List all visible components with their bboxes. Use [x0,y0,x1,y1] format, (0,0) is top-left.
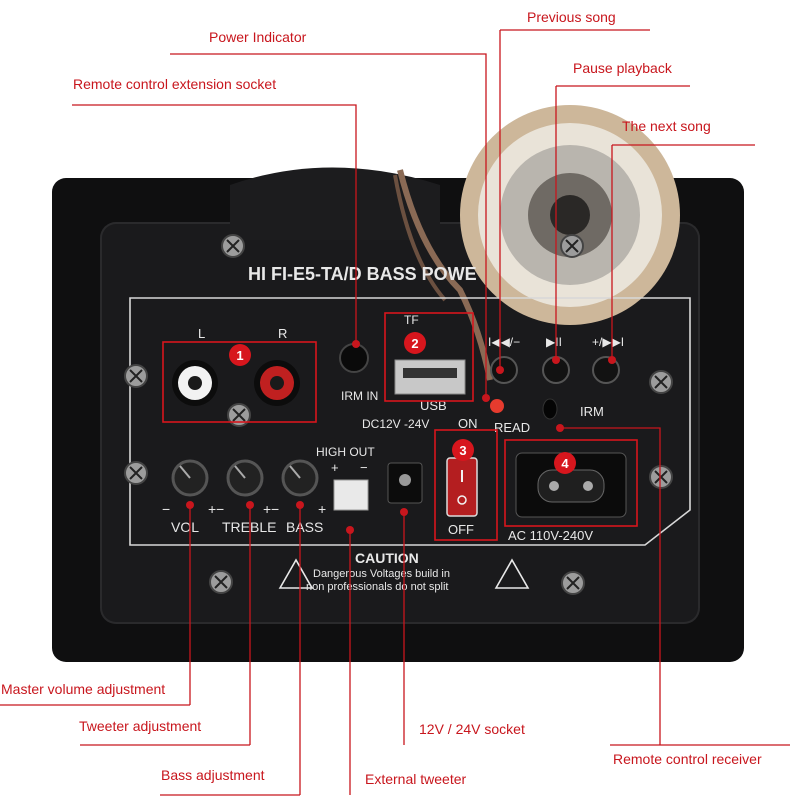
marker-3: 3 [452,439,474,461]
callout-pause-playback: Pause playback [573,60,672,76]
svg-text:1: 1 [236,348,243,363]
label-high-out-plus: + [331,460,339,475]
callout-remote-extension: Remote control extension socket [73,76,277,92]
callout-next-song: The next song [622,118,711,134]
label-irm: IRM [580,404,604,419]
wire-bundle [397,169,493,381]
marker-1: 1 [229,344,251,366]
label-vol: VOL [171,519,199,535]
label-prev-button: I◀◀/− [488,335,520,349]
svg-text:4: 4 [561,456,569,471]
label-treble-plus: + [263,501,271,517]
rca-input-right[interactable] [254,360,300,406]
label-tf: TF [404,313,419,327]
callout-bass-adjustment: Bass adjustment [161,767,265,783]
speaker-dome [230,167,440,240]
callout-power-indicator: Power Indicator [209,29,307,45]
label-high-out: HIGH OUT [316,445,375,459]
caution-line-1: Dangerous Voltages build in [313,568,450,580]
power-indicator-led [490,399,504,413]
callout-tweeter-adjustment: Tweeter adjustment [79,718,202,734]
ir-receiver [542,398,558,420]
panel-outline [129,297,691,546]
label-ac: AC 110V-240V [508,528,593,543]
caution-line-2: non professionals do not split [306,581,448,593]
highlight-box-switch [434,429,498,541]
label-off: OFF [448,522,474,537]
label-bass: BASS [286,519,323,535]
label-bass-plus: + [318,501,326,517]
caution-title: CAUTION [355,550,419,566]
label-treble: TREBLE [222,519,276,535]
callout-external-tweeter: External tweeter [365,771,467,787]
irm-in-jack[interactable] [339,343,369,373]
high-out-connector[interactable] [333,479,369,511]
label-dc: DC12V -24V [362,417,429,431]
model-title: HI FI-E5-TA/D BASS POWE [248,264,477,284]
speaker-cone [460,105,680,325]
label-bass-minus: − [271,501,279,517]
callout-remote-receiver: Remote control receiver [613,751,762,767]
label-next-button: +/▶▶I [592,335,624,349]
callout-leader-lines [0,29,790,796]
callout-previous-song: Previous song [527,9,616,25]
highlight-box-ac [504,439,638,527]
label-read: READ [494,420,530,435]
rca-input-left[interactable] [172,360,218,406]
treble-knob[interactable] [226,459,264,497]
label-left: L [198,326,205,341]
highlight-box-usb [384,312,474,402]
svg-text:3: 3 [459,443,466,458]
volume-knob[interactable] [171,459,209,497]
callout-master-volume: Master volume adjustment [1,681,166,697]
marker-2: 2 [404,332,426,354]
label-treble-minus: − [216,501,224,517]
warning-icon [494,558,530,589]
label-vol-plus: + [208,501,216,517]
svg-text:2: 2 [411,336,418,351]
marker-4: 4 [554,452,576,474]
bass-knob[interactable] [281,459,319,497]
label-high-out-minus: − [360,460,368,475]
label-vol-minus: − [162,501,170,517]
power-switch[interactable] [446,457,478,517]
callout-12v-24v-socket: 12V / 24V socket [419,721,525,737]
label-on: ON [458,416,478,431]
label-right: R [278,326,287,341]
warning-icon [278,558,314,589]
label-play-button: ▶II [546,335,562,349]
highlight-box-inputs [162,341,317,423]
label-irm-in: IRM IN [341,389,378,403]
